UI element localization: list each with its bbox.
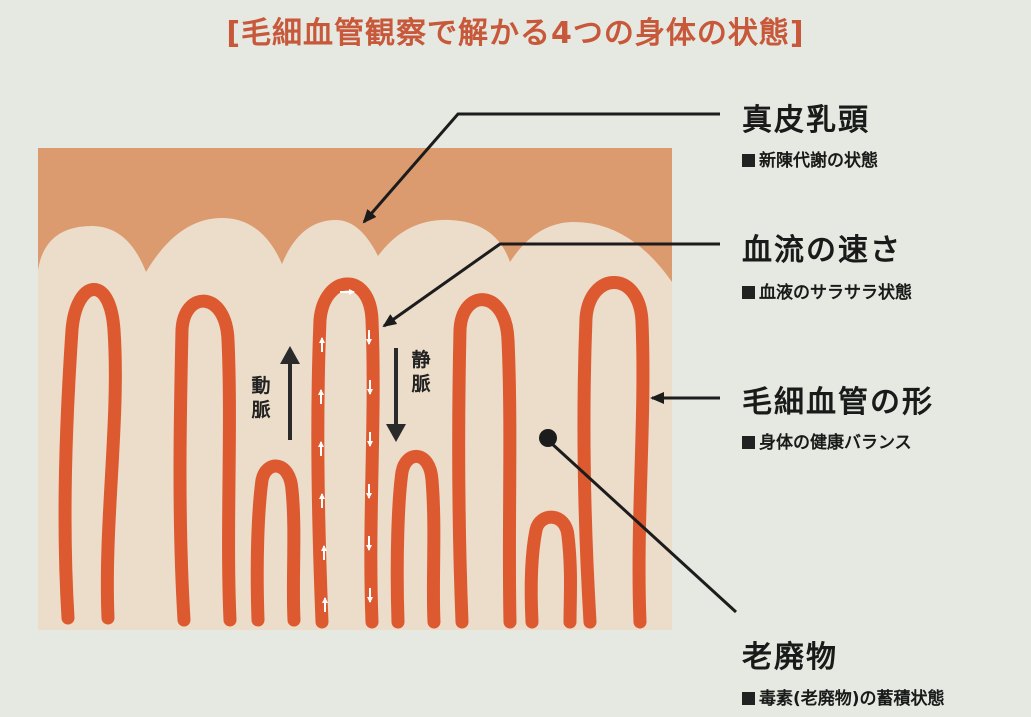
capillary-loop-8 xyxy=(577,276,650,629)
leader-papilla xyxy=(362,112,720,224)
papilla-label: 真皮乳頭 xyxy=(742,103,870,138)
shape-sub-text: 身体の健康バランス xyxy=(759,433,912,453)
diagram-title: [毛細血管観察で解かる4つの身体の状態] xyxy=(226,16,805,51)
flow-direction-marks xyxy=(318,289,373,612)
leader-bloodflow xyxy=(382,242,720,328)
capillary-loop-4 xyxy=(311,277,380,629)
bloodflow-sub-text: 血液のサラサラ状態 xyxy=(759,283,912,303)
shape-sub: 身体の健康バランス xyxy=(742,428,912,453)
capillary-loop-2 xyxy=(173,294,237,627)
bloodflow-label: 血流の速さ xyxy=(742,233,902,268)
waste-sub: 毒素(老廃物)の蓄積状態 xyxy=(742,684,945,709)
leader-waste xyxy=(548,440,738,614)
papilla-sub-text: 新陳代謝の状態 xyxy=(759,151,878,171)
bullet-square-icon xyxy=(742,436,755,449)
papilla-sub: 新陳代謝の状態 xyxy=(742,146,878,171)
capillary-loop-1 xyxy=(58,283,122,625)
bloodflow-sub: 血液のサラサラ状態 xyxy=(742,278,912,303)
capillary-loop-3 xyxy=(250,459,301,627)
capillary-loop-5 xyxy=(390,449,441,629)
artery-arrow xyxy=(280,346,300,440)
bullet-square-icon xyxy=(742,692,755,705)
vein-arrow xyxy=(386,348,406,442)
waste-label: 老廃物 xyxy=(742,640,838,675)
capillary-loops xyxy=(58,276,650,629)
shape-label: 毛細血管の形 xyxy=(742,385,934,420)
bullet-square-icon xyxy=(742,286,755,299)
vein-label: 静脈 xyxy=(411,349,431,395)
bullet-square-icon xyxy=(742,154,755,167)
waste-sub-text: 毒素(老廃物)の蓄積状態 xyxy=(759,689,945,709)
capillary-loop-7 xyxy=(524,510,577,629)
capillary-loop-6 xyxy=(452,293,517,629)
artery-label: 動脈 xyxy=(251,375,271,421)
